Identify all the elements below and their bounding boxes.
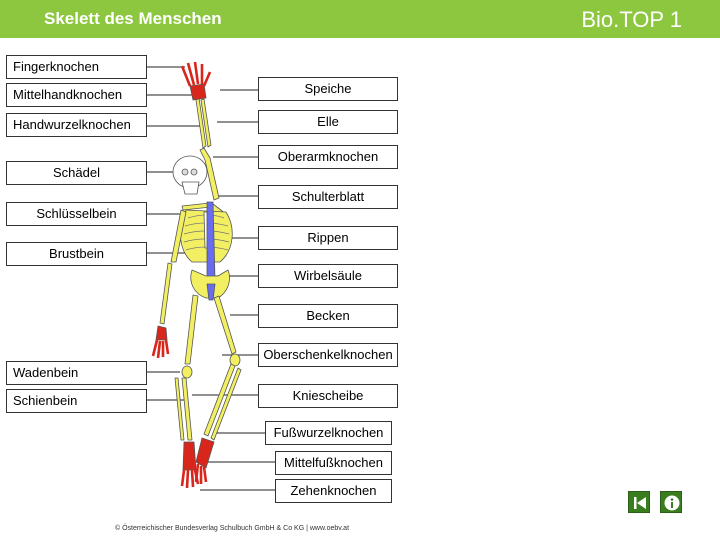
label-oberschenkelknochen: Oberschenkelknochen (258, 343, 398, 367)
foot-left (182, 441, 197, 471)
femur-right (213, 295, 237, 355)
patella-left (181, 365, 193, 379)
label-schienbein: Schienbein (6, 389, 147, 413)
eye-socket-right (190, 168, 198, 176)
forearm-left (159, 262, 173, 325)
ulna-right (200, 98, 212, 148)
label-fingerknochen: Fingerknochen (6, 55, 147, 79)
humerus-left (170, 209, 187, 263)
fibula-left (174, 377, 185, 441)
brand-logo-text: Bio.TOP 1 (581, 7, 682, 32)
eye-socket-left (181, 168, 189, 176)
page-title: Skelett des Menschen (44, 9, 222, 28)
toes-left (180, 469, 200, 489)
label-oberarmknochen: Oberarmknochen (258, 145, 398, 169)
sacrum (206, 283, 216, 301)
fibula-right (210, 367, 242, 441)
label-mittelfussknochen: Mittelfußknochen (275, 451, 392, 475)
label-becken: Becken (258, 304, 398, 328)
femur-left (184, 294, 199, 365)
back-button[interactable] (628, 491, 650, 513)
label-brustbein: Brustbein (6, 242, 147, 266)
label-kniescheibe: Kniescheibe (258, 384, 398, 408)
label-schaedel: Schädel (6, 161, 147, 185)
label-fusswurzelknochen: Fußwurzelknochen (265, 421, 392, 445)
label-schulterblatt: Schulterblatt (258, 185, 398, 209)
hand-left (155, 325, 168, 341)
label-rippen: Rippen (258, 226, 398, 250)
humerus-right (199, 147, 220, 201)
tibia-left (181, 377, 193, 441)
fingers-left (151, 339, 170, 359)
toes-right (194, 463, 208, 484)
label-speiche: Speiche (258, 77, 398, 101)
label-mittelhandknochen: Mittelhandknochen (6, 83, 147, 107)
copyright-footer: © Österreichischer Bundesverlag Schulbuc… (114, 525, 350, 532)
header-bar: Skelett des Menschen Bio.TOP 1 (0, 0, 720, 38)
label-handwurzelknochen: Handwurzelknochen (6, 113, 147, 137)
jaw (181, 181, 200, 195)
label-schluesselbein: Schlüsselbein (6, 202, 147, 226)
label-zehenknochen: Zehenknochen (275, 479, 392, 503)
tibia-right (203, 363, 236, 437)
label-wirbelsaeule: Wirbelsäule (258, 264, 398, 288)
fingers-right (180, 61, 212, 87)
info-icon (664, 495, 680, 511)
info-button[interactable] (660, 491, 682, 513)
skip-back-icon (634, 497, 646, 509)
foot-right (195, 437, 215, 469)
label-wadenbein: Wadenbein (6, 361, 147, 385)
carpals-right (189, 83, 207, 101)
label-elle: Elle (258, 110, 398, 134)
